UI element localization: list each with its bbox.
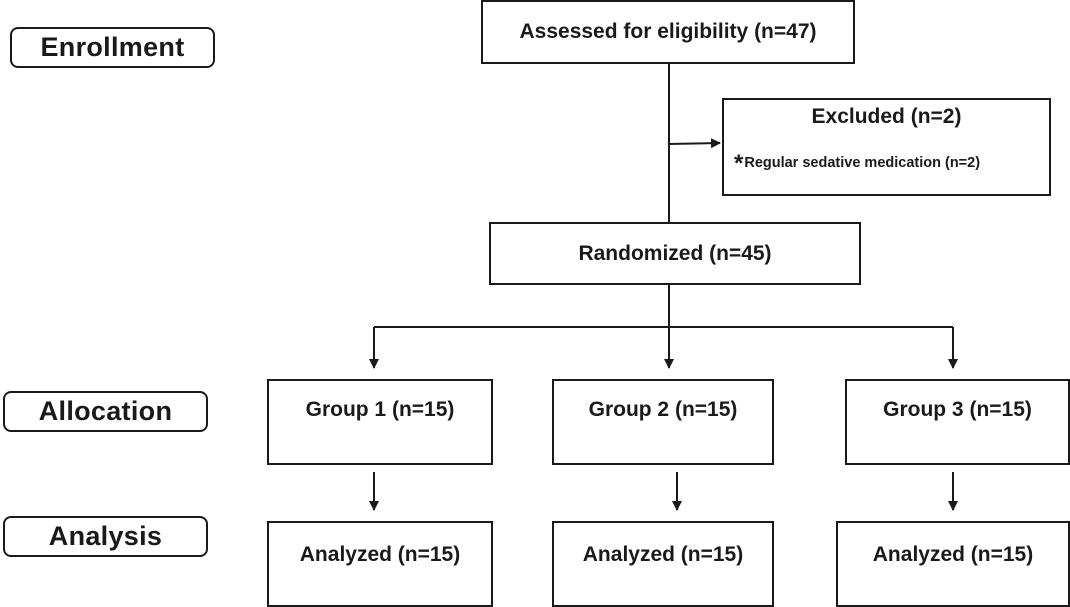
- excluded-reason: Regular sedative medication (n=2): [744, 155, 981, 171]
- group-1-box: Group 1 (n=15): [267, 379, 493, 465]
- group-3-text: Group 3 (n=15): [883, 398, 1032, 421]
- stage-label-allocation: Allocation: [3, 391, 208, 432]
- stage-label-analysis: Analysis: [3, 516, 208, 557]
- randomized-box: Randomized (n=45): [489, 222, 861, 285]
- analyzed-2-box: Analyzed (n=15): [552, 521, 774, 607]
- group-2-text: Group 2 (n=15): [588, 398, 738, 421]
- assessed-box: Assessed for eligibility (n=47): [481, 0, 855, 64]
- analyzed-3-text: Analyzed (n=15): [872, 543, 1034, 566]
- analyzed-1-text: Analyzed (n=15): [299, 543, 461, 566]
- stage-label-enrollment: Enrollment: [10, 27, 215, 68]
- excluded-reason-line: *Regular sedative medication (n=2): [734, 146, 981, 177]
- group-3-box: Group 3 (n=15): [845, 379, 1070, 465]
- analyzed-1-box: Analyzed (n=15): [267, 521, 493, 607]
- excluded-arrow: [668, 138, 721, 149]
- assessed-text: Assessed for eligibility (n=47): [519, 20, 817, 43]
- group-1-text: Group 1 (n=15): [305, 398, 455, 421]
- analyzed-3-box: Analyzed (n=15): [836, 521, 1070, 607]
- excluded-title: Excluded (n=2): [811, 105, 962, 128]
- group-2-box: Group 2 (n=15): [552, 379, 774, 465]
- randomized-text: Randomized (n=45): [578, 241, 772, 265]
- excluded-marker: *: [734, 150, 744, 177]
- excluded-box: Excluded (n=2) *Regular sedative medicat…: [722, 98, 1051, 196]
- analyzed-2-text: Analyzed (n=15): [582, 543, 744, 566]
